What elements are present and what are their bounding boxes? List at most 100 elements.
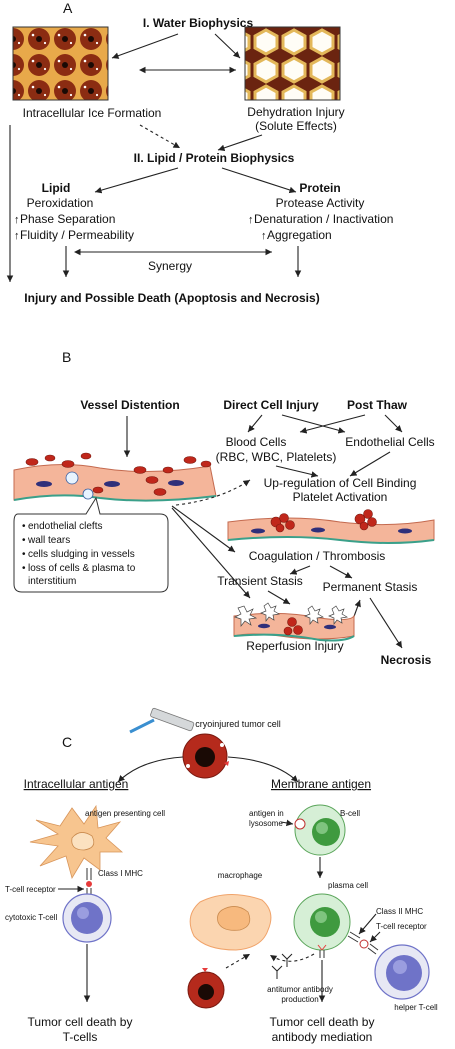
mhc-tcr-right [347, 931, 379, 955]
arrow-water-to-dehydration [214, 33, 241, 59]
water-biophysics-title: I. Water Biophysics [143, 16, 254, 30]
arrow-water-to-ice [111, 33, 179, 59]
post-thaw: Post Thaw [347, 398, 408, 412]
lysosome-label-1: antigen in [249, 809, 284, 818]
antibody-icons [271, 953, 293, 979]
cryoinjured-label: cryoinjured tumor cell [195, 719, 281, 729]
thrombosis-vessel-illustration [227, 509, 435, 544]
cryoinjured-tumor-cell [182, 733, 229, 779]
bullet-icon: • [22, 521, 26, 532]
dashed-arrow-ice-to-lipid-protein [139, 124, 181, 149]
apc-label: antigen presenting cell [85, 809, 165, 818]
intracellular-antigen-heading: Intracellular antigen [24, 777, 129, 791]
bullet-5: interstitium [28, 576, 76, 587]
antigen-presenting-cell [29, 804, 124, 880]
plasma-cell [293, 893, 351, 958]
up-arrow-icon: ↑ [248, 214, 254, 226]
tcr-left-label: T-cell receptor [5, 885, 56, 894]
arrow-coag-to-transient [289, 565, 311, 575]
ice-label: Intracellular Ice Formation [23, 106, 162, 120]
lipid-item-1: Peroxidation [27, 196, 94, 210]
arrow-permanent-to-necrosis [369, 597, 403, 649]
injury-outcome: Injury and Possible Death (Apoptosis and… [24, 291, 319, 305]
arrow-to-protein [221, 167, 297, 194]
synergy-label: Synergy [148, 259, 192, 273]
lipid-item-2: Phase Separation [20, 212, 115, 226]
death-t-2: T-cells [63, 1030, 98, 1044]
vessel-callout-box [13, 496, 169, 593]
up-arrow-icon: ↑ [14, 214, 20, 226]
direct-cell-injury: Direct Cell Injury [223, 398, 319, 412]
coagulation-label: Coagulation / Thrombosis [249, 549, 386, 563]
callout-bullets: • endothelial clefts • wall tears • cell… [22, 521, 136, 587]
arrow-thaw-to-endothelial [384, 414, 403, 433]
antibody-label-1: antitumor antibody [267, 985, 333, 994]
cytotoxic-label: cytotoxic T-cell [5, 913, 58, 922]
panel-c-letter: C [62, 734, 72, 750]
arrow-direct-to-blood [247, 414, 263, 433]
antibody-label-2: production [281, 995, 318, 1004]
bullet-2: wall tears [27, 535, 70, 546]
bullet-icon: • [22, 549, 26, 560]
arrow-dehydration-to-lipid-protein [217, 134, 263, 151]
class2-label: Class II MHC [376, 907, 423, 916]
reperfusion-vessel-illustration [233, 602, 355, 642]
death-ab-2: antibody mediation [272, 1030, 373, 1044]
dehydration-label-1: Dehydration Injury [247, 105, 344, 119]
arrow-to-coagulation [171, 505, 236, 553]
dashed-arrow-plasma-to-macrophage [269, 953, 315, 962]
panel-c: C cryoinjured tumor cell Intracellular a… [5, 707, 438, 1044]
panel-a: A I. Water Biophysics Intracellular Ice … [6, 0, 393, 305]
class1-label: Class I MHC [98, 869, 143, 878]
tcr-right-label: T-cell receptor [376, 922, 427, 931]
macrophage-cell [189, 893, 272, 951]
cytotoxic-t-cell [62, 893, 112, 943]
panel-b: B Vessel Distention Direct Cell Injury P… [13, 349, 435, 667]
membrane-antigen-heading: Membrane antigen [271, 777, 371, 791]
bullet-3: cells sludging in vessels [28, 549, 135, 560]
pointer-tcr-right [369, 931, 381, 943]
panel-a-letter: A [63, 0, 73, 16]
protein-item-2: Denaturation / Inactivation [254, 212, 393, 226]
arrow-blood-to-upregulation [275, 465, 319, 478]
dashed-arrow-to-upregulation [175, 479, 251, 506]
transient-stasis-label: Transient Stasis [217, 574, 303, 588]
macrophage-label: macrophage [218, 871, 263, 880]
upregulation-2: Platelet Activation [293, 490, 388, 504]
death-ab-1: Tumor cell death by [270, 1015, 375, 1029]
dashed-arrow-tumor-to-macrophage [225, 953, 251, 969]
lipid-protein-title: II. Lipid / Protein Biophysics [134, 151, 295, 165]
arrow-to-transient-stasis [171, 507, 251, 599]
protein-heading: Protein [299, 181, 340, 195]
dehydration-image [244, 26, 341, 101]
protein-item-3: Aggregation [267, 228, 332, 242]
necrosis-label: Necrosis [381, 653, 432, 667]
bullet-1: endothelial clefts [28, 521, 103, 532]
up-arrow-icon: ↑ [261, 230, 267, 242]
dehydration-label-2: (Solute Effects) [255, 119, 337, 133]
bullet-icon: • [22, 535, 26, 546]
up-arrow-icon: ↑ [14, 230, 20, 242]
arrow-to-membrane [227, 756, 299, 783]
reperfusion-label: Reperfusion Injury [246, 639, 343, 653]
protein-item-1: Protease Activity [276, 196, 365, 210]
helper-label: helper T-cell [394, 1003, 438, 1012]
arrow-to-lipid [94, 167, 179, 194]
lysosome-label-2: lysosome [249, 819, 283, 828]
arrow-direct-to-endothelial [281, 414, 346, 434]
arrow-thaw-to-blood [299, 414, 366, 434]
panel-b-letter: B [62, 349, 71, 365]
arrow-transient-to-reperfusion [267, 590, 291, 605]
bullet-icon: • [22, 563, 26, 574]
blood-cells-1: Blood Cells [226, 435, 287, 449]
target-tumor-cell [187, 968, 225, 1009]
endothelial-cells: Endothelial Cells [345, 435, 434, 449]
permanent-stasis-label: Permanent Stasis [323, 580, 418, 594]
vessel-distention: Vessel Distention [80, 398, 179, 412]
intracellular-ice-image [12, 26, 109, 101]
cryoprobe-icon [129, 707, 195, 734]
upregulation-1: Up-regulation of Cell Binding [264, 476, 417, 490]
blood-cells-2: (RBC, WBC, Platelets) [216, 450, 337, 464]
b-cell-label: B-cell [340, 809, 360, 818]
b-cell [294, 804, 346, 856]
